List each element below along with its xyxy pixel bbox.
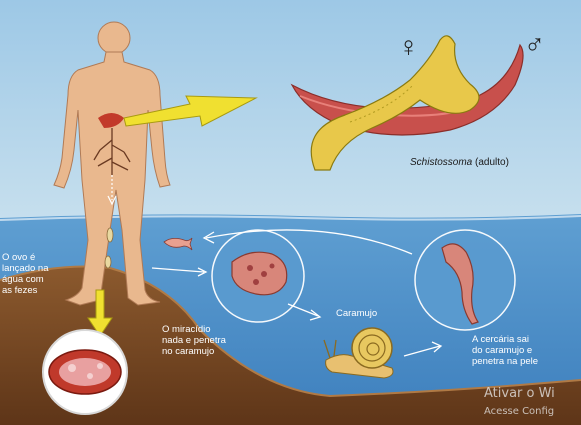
label-miracidium: O miracídio nada e penetra no caramujo [162,324,226,357]
arrow-cercaria-to-human [205,229,413,255]
windows-activation-watermark: Ativar o Wi [484,386,555,401]
arrow-miracidium-to-circle [151,267,205,273]
miracidium-swimming [163,237,193,251]
female-symbol: ♀ [398,31,419,62]
label-cercaria: A cercária sai do caramujo e penetra na … [472,334,539,367]
windows-activation-watermark-sub: Acesse Config [484,406,555,417]
adult-caption: Schistossoma (adulto) [410,146,509,168]
label-snail: Caramujo [336,308,378,319]
miracidium-inset [211,229,305,323]
arrow-snail-to-cercaria [403,345,441,357]
liver-icon [98,113,124,128]
arrow-circle-to-snail [287,303,319,317]
cercaria-inset [414,229,516,331]
label-egg: O ovo é lançado na água com as fezes [2,252,49,296]
arrow-to-egg-inset [87,289,113,337]
adult-worms-illustration [290,35,524,171]
male-symbol: ♂ [524,29,545,60]
snail-illustration [323,327,394,379]
egg-inset [42,329,128,415]
riverbank [0,266,581,425]
arrow-to-adult [123,95,258,127]
adult-caption-stage: (adulto) [472,157,509,168]
adult-caption-species: Schistossoma [410,157,473,168]
